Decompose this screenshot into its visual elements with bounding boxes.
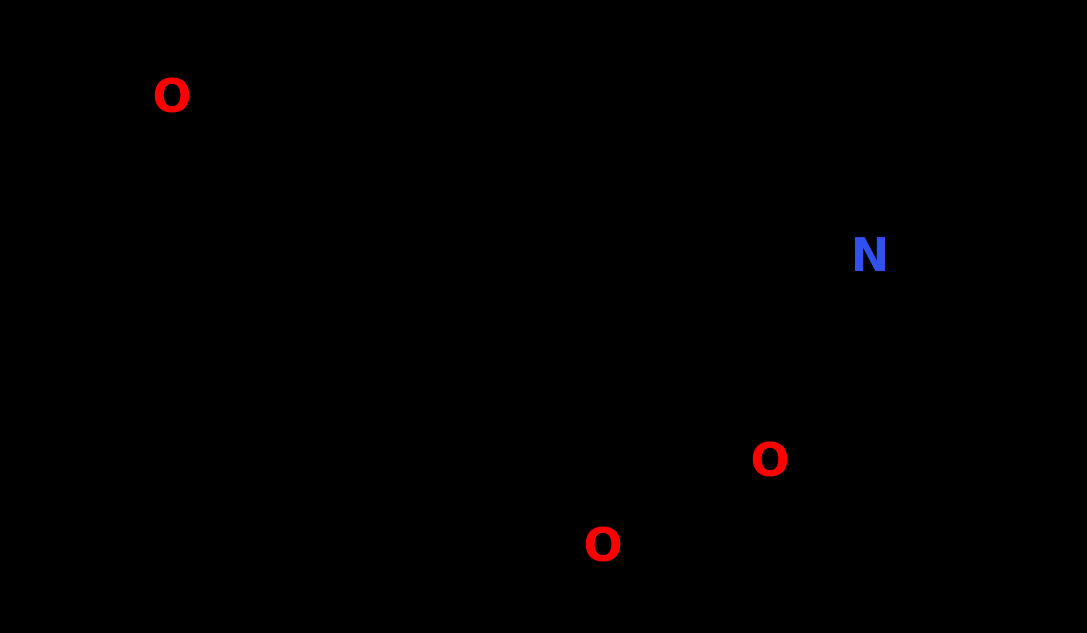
bond-b1 (37, 27, 158, 99)
bond-b16 (957, 357, 1013, 473)
bond-b4 (252, 264, 374, 337)
bond-b2 (187, 93, 258, 136)
bond-b18 (716, 417, 758, 453)
bond-b7 (482, 461, 605, 535)
bond-b13 (887, 197, 963, 258)
atom-label-nitrogen-amine: N (850, 228, 890, 282)
bond-b14 (957, 152, 1058, 203)
atom-label-oxygen-methoxy: O (152, 69, 192, 123)
bond-group (37, 27, 1058, 603)
bond-b19 (697, 479, 773, 523)
bond-b20 (622, 517, 703, 551)
bond-b21 (602, 521, 631, 546)
bond-b15 (887, 267, 963, 363)
bond-b9 (485, 260, 608, 334)
bond-b11 (600, 264, 722, 337)
bond-b23 (137, 264, 258, 337)
bond-b25 (57, 467, 178, 543)
bond-b22 (437, 532, 490, 603)
atom-label-oxygen-ester: O (750, 433, 790, 487)
bond-b24 (57, 331, 143, 473)
bond-b7 (485, 468, 608, 542)
bond-b10 (368, 264, 490, 337)
atom-label-oxygen-carbonyl: O (583, 518, 623, 572)
bond-b26 (172, 537, 303, 603)
bond-b21 (597, 526, 626, 551)
bond-b9 (482, 267, 605, 341)
bond-b6 (368, 465, 490, 538)
